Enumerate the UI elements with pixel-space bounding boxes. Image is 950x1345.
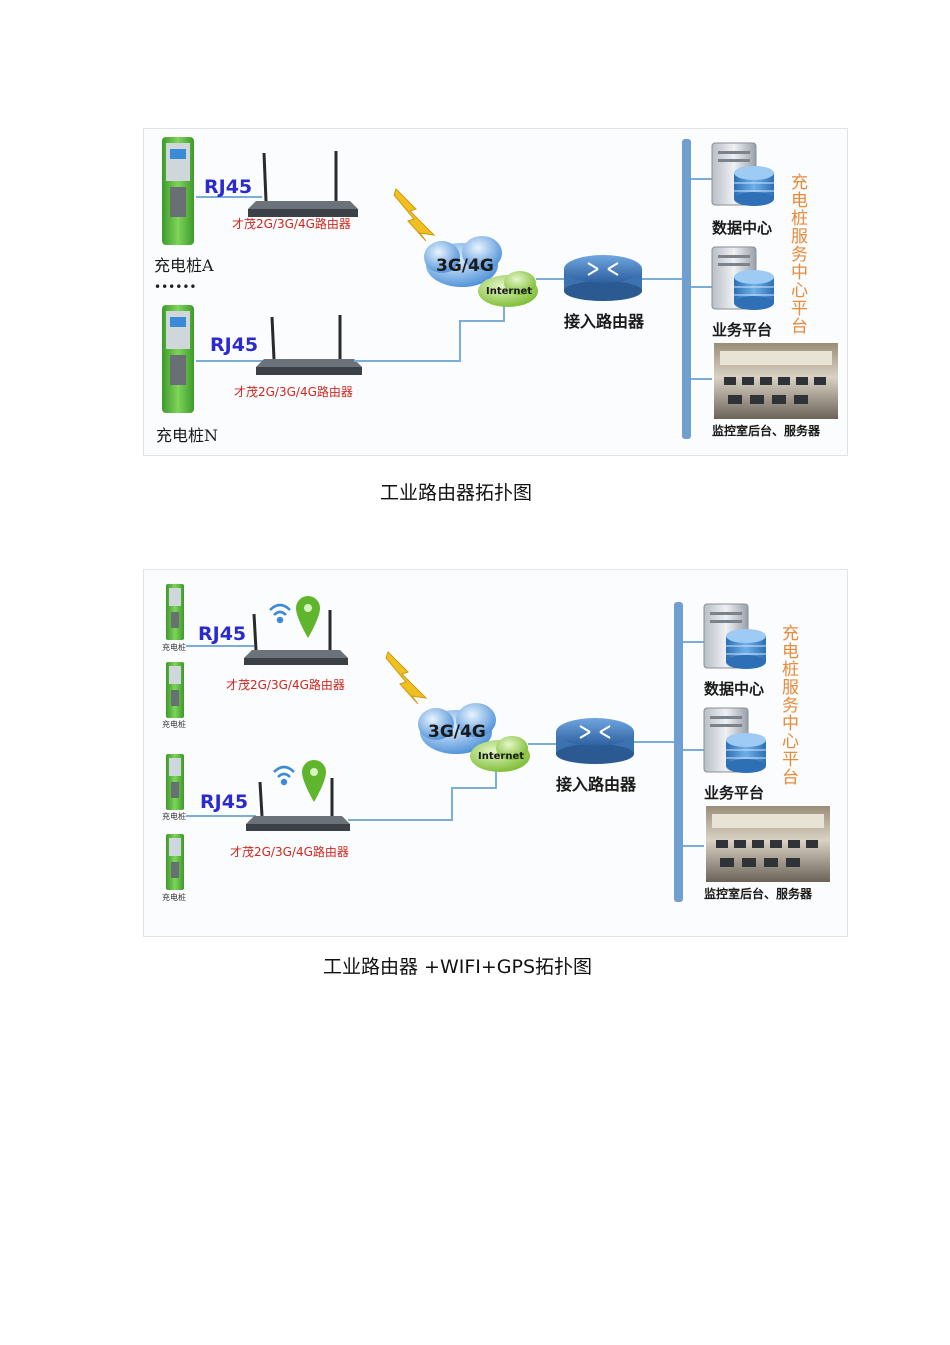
gps-pin-icon-a bbox=[296, 596, 320, 638]
charging-pile-icon-2 bbox=[166, 662, 184, 718]
pile-label-4: 充电桩 bbox=[162, 892, 186, 902]
wireless-signal-icon bbox=[385, 651, 428, 705]
cloud-label: 3G/4G bbox=[428, 722, 486, 742]
service-center-label: 充电桩服务中心平台 bbox=[787, 173, 808, 335]
access-router-icon bbox=[556, 718, 634, 764]
data-center-label: 数据中心 bbox=[712, 219, 772, 237]
cloud-label: 3G/4G bbox=[436, 256, 494, 276]
data-center-label: 数据中心 bbox=[704, 680, 764, 698]
internet-label: Internet bbox=[478, 751, 524, 762]
charging-pile-icon-1 bbox=[166, 584, 184, 640]
topology-diagram-1: 充电桩A •••••• 充电桩N RJ45 RJ45 才茂2G/3G/4G路由器… bbox=[143, 128, 848, 456]
pile-label-3: 充电桩 bbox=[162, 811, 186, 821]
control-room-image bbox=[714, 343, 838, 419]
charging-pile-icon-4 bbox=[166, 834, 184, 890]
data-center-server-icon bbox=[711, 142, 774, 206]
link-router-n-cloud bbox=[354, 299, 505, 362]
router-a-label: 才茂2G/3G/4G路由器 bbox=[232, 216, 351, 231]
topology-diagram-2: 充电桩 充电桩 充电桩 充电桩 RJ45 RJ45 bbox=[143, 569, 848, 937]
access-router-label: 接入路由器 bbox=[556, 775, 637, 794]
cloud-3g4g-icon bbox=[418, 703, 496, 754]
control-room-label: 监控室后台、服务器 bbox=[704, 886, 813, 901]
router-a-icon bbox=[248, 151, 358, 217]
router-n-icon bbox=[256, 315, 362, 375]
charging-pile-icon-3 bbox=[166, 754, 184, 810]
network-bus bbox=[674, 602, 683, 902]
diagram-2-canvas: 充电桩 充电桩 充电桩 充电桩 RJ45 RJ45 bbox=[162, 584, 830, 902]
charging-pile-n-icon bbox=[162, 305, 194, 413]
data-center-server-icon bbox=[703, 603, 766, 669]
access-router-icon bbox=[564, 255, 642, 301]
charging-pile-a-icon bbox=[162, 137, 194, 245]
pile-label-1: 充电桩 bbox=[162, 642, 186, 652]
control-room-label: 监控室后台、服务器 bbox=[712, 423, 821, 438]
control-room-image bbox=[706, 806, 830, 882]
router-n-label: 才茂2G/3G/4G路由器 bbox=[234, 384, 353, 399]
internet-cloud-icon bbox=[478, 271, 538, 307]
pile-a-label: 充电桩A bbox=[154, 256, 214, 275]
gps-pin-icon-n bbox=[302, 760, 326, 802]
internet-cloud-icon bbox=[470, 736, 530, 772]
link-router-n-cloud bbox=[348, 766, 497, 821]
router-a-label: 才茂2G/3G/4G路由器 bbox=[226, 677, 345, 692]
business-platform-server-icon bbox=[711, 246, 774, 310]
figure-2-caption: 工业路由器 +WIFI+GPS拓扑图 bbox=[323, 956, 593, 978]
business-platform-label: 业务平台 bbox=[704, 784, 764, 802]
network-bus bbox=[682, 139, 691, 439]
ellipsis-dots: •••••• bbox=[154, 280, 196, 294]
router-n-label: 才茂2G/3G/4G路由器 bbox=[230, 844, 349, 859]
rj45-label-n: RJ45 bbox=[210, 334, 258, 356]
pile-n-label: 充电桩N bbox=[156, 426, 218, 445]
router-a-icon bbox=[244, 610, 348, 665]
rj45-label-n: RJ45 bbox=[200, 791, 248, 813]
wifi-icon-n bbox=[273, 765, 295, 786]
rj45-label-a: RJ45 bbox=[198, 623, 246, 645]
wifi-icon-a bbox=[269, 603, 291, 624]
business-platform-server-icon bbox=[703, 707, 766, 773]
diagram-1-canvas: 充电桩A •••••• 充电桩N RJ45 RJ45 才茂2G/3G/4G路由器… bbox=[154, 137, 838, 445]
cloud-3g4g-icon bbox=[424, 236, 502, 287]
business-platform-label: 业务平台 bbox=[712, 321, 772, 339]
router-n-icon bbox=[246, 778, 350, 831]
service-center-label: 充电桩服务中心平台 bbox=[778, 624, 799, 786]
rj45-label-a: RJ45 bbox=[204, 176, 252, 198]
pile-label-2: 充电桩 bbox=[162, 719, 186, 729]
internet-label: Internet bbox=[486, 286, 532, 297]
wireless-signal-icon bbox=[393, 188, 436, 242]
access-router-label: 接入路由器 bbox=[564, 312, 645, 331]
figure-1-caption: 工业路由器拓扑图 bbox=[380, 482, 533, 504]
